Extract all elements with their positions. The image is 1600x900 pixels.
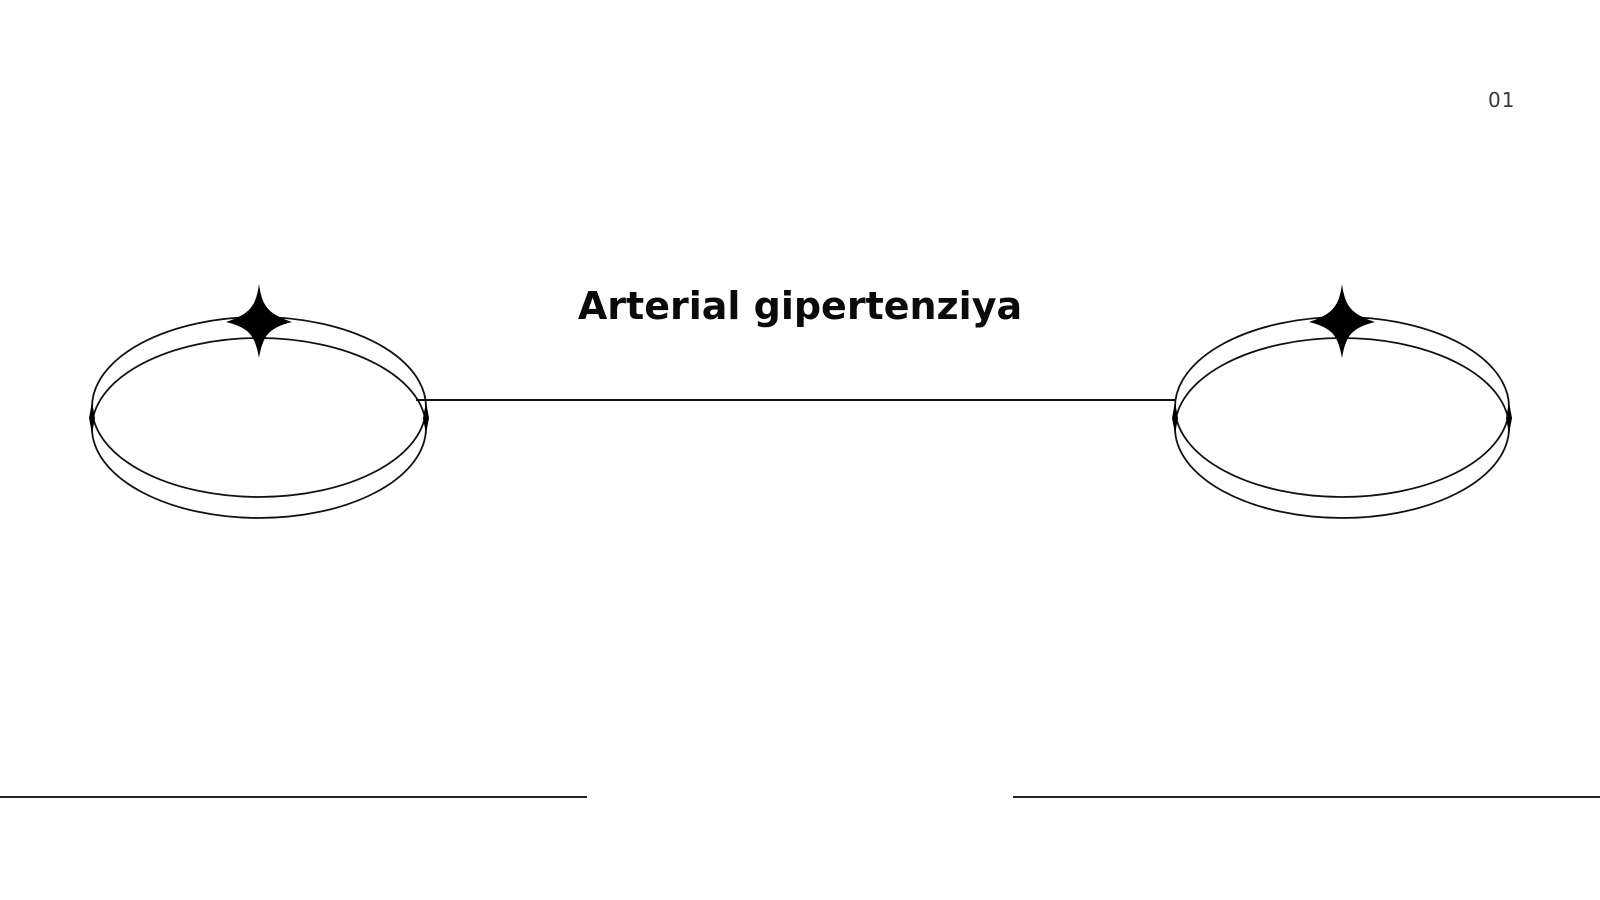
right-sparkle-icon [1309,284,1375,358]
slide-title: Arterial gipertenziya [577,284,1023,328]
right-ring-pinch-right [1506,402,1512,434]
left-ring-pinch-right [423,402,429,434]
left-ring-pinch-left [89,402,95,434]
page-number: 01 [1488,88,1516,112]
right-ring-pinch-left [1172,402,1178,434]
left-sparkle-icon [226,284,292,358]
